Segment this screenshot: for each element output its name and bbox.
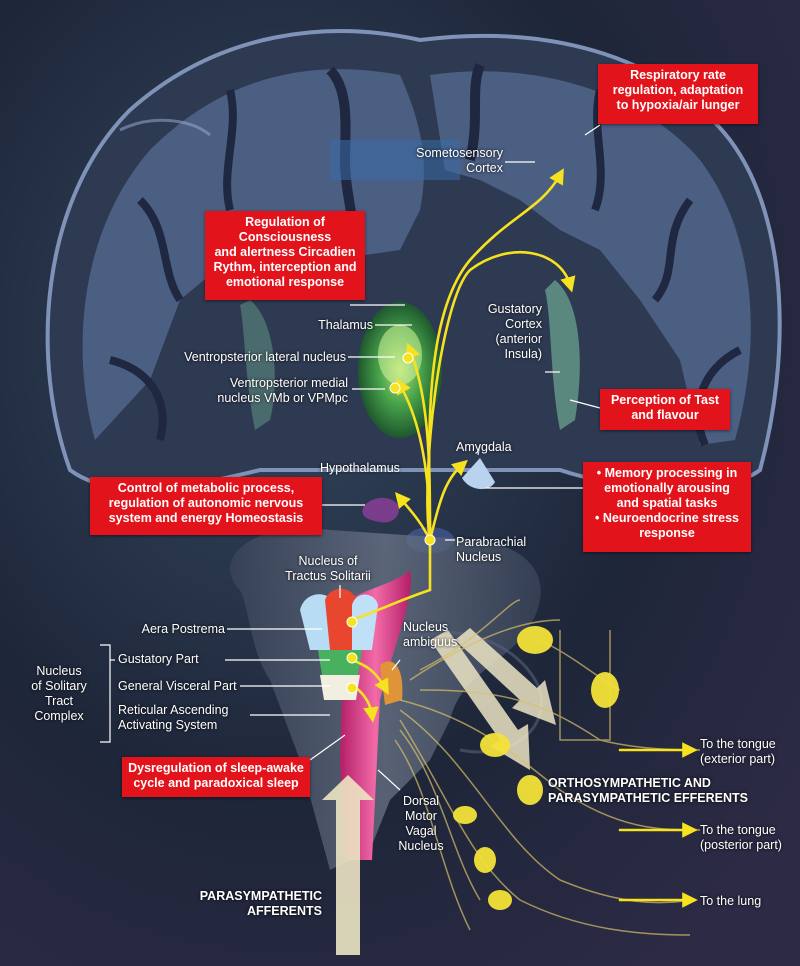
label-vpm-nucleus: Ventropsterior medial nucleus VMb or VPM…: [217, 376, 348, 405]
afferent-arrow: [322, 775, 374, 955]
label-gustatory-cortex: Gustatory Cortex (anterior Insula): [487, 302, 542, 361]
callout-sleep: Dysregulation of sleep-awake cycle and p…: [122, 757, 310, 797]
label-nucleus-ambiguus: Nucleus ambiguus: [403, 620, 458, 649]
label-to-tongue-posterior: To the tongue (posterior part): [700, 823, 782, 852]
label-parabrachial-nucleus: Parabrachial Nucleus: [456, 535, 527, 564]
label-nucleus-solitary-complex: Nucleus of Solitary Tract Complex: [31, 664, 87, 723]
relay-dots: [346, 352, 436, 694]
hypothalamus-shape: [362, 497, 399, 523]
label-nucleus-tractus-solitarii: Nucleus of Tractus Solitarii: [285, 554, 371, 583]
label-reticular-system: Reticular Ascending Activating System: [118, 703, 229, 732]
callout-memory: • Memory processing in emotionally arous…: [583, 462, 751, 552]
ascending-pathways: [350, 168, 698, 908]
callout-consciousness: Regulation of Consciousness and alertnes…: [205, 211, 365, 300]
callout-metabolic: Control of metabolic process, regulation…: [90, 477, 322, 535]
callout-taste: Perception of Tast and flavour: [600, 389, 730, 430]
callout-respiratory: Respiratory rate regulation, adaptation …: [598, 64, 758, 124]
label-to-tongue-exterior: To the tongue (exterior part): [700, 737, 776, 766]
label-somatosensory-cortex: Sometosensory Cortex: [416, 146, 503, 175]
label-vpl-nucleus: Ventropsterior lateral nucleus: [184, 350, 346, 364]
ganglia: [453, 626, 619, 910]
label-amygdala: Amygdala: [456, 440, 512, 454]
leader-lines: [100, 124, 601, 791]
label-aera-postrema: Aera Postrema: [141, 622, 225, 636]
label-general-visceral-part: General Visceral Part: [118, 679, 237, 693]
amygdala-shape: [462, 458, 495, 490]
label-afferents: PARASYMPATHETIC AFFERENTS: [199, 889, 322, 918]
nerve-fibers: [394, 599, 701, 936]
efferent-arrow-2: [430, 630, 530, 770]
label-dorsal-motor-vagal: Dorsal Motor Vagal Nucleus: [398, 794, 444, 853]
label-efferents: ORTHOSYMPATHETIC AND PARASYMPATHETIC EFF…: [548, 776, 749, 805]
label-hypothalamus: Hypothalamus: [320, 461, 400, 475]
label-thalamus: Thalamus: [318, 318, 373, 332]
efferent-arrow-1: [455, 628, 556, 725]
label-gustatory-part: Gustatory Part: [118, 652, 199, 666]
label-to-lung: To the lung: [700, 894, 762, 908]
